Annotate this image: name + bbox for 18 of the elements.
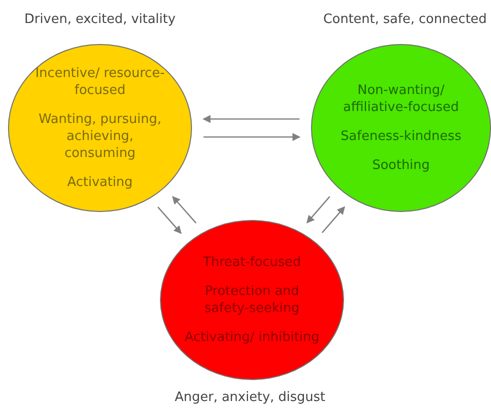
circle-text: Non-wanting/ affiliative-focused — [342, 82, 460, 116]
circle-text: Safeness-kindness — [340, 128, 462, 145]
arrow — [322, 206, 346, 234]
arrow — [157, 206, 182, 234]
emotion-caption: Content, safe, connected — [323, 12, 487, 28]
arrow — [172, 196, 197, 224]
arrow — [202, 115, 300, 123]
arrow — [306, 196, 330, 224]
circle-text: Wanting, pursuing, achieving, consuming — [38, 111, 162, 162]
circle-text: Incentive/ resource-focused — [34, 65, 166, 99]
circle-text: Activating/ inhibiting — [184, 329, 320, 346]
emotion-caption: Anger, anxiety, disgust — [174, 390, 326, 406]
circle-text: Soothing — [372, 157, 430, 174]
circle-text: Protection and safety-seeking — [204, 283, 300, 317]
circle-text: Threat-focused — [203, 254, 301, 271]
arrow — [204, 133, 300, 141]
emotion-caption: Driven, excited, vitality — [24, 12, 176, 28]
circle-text: Activating — [67, 174, 133, 191]
